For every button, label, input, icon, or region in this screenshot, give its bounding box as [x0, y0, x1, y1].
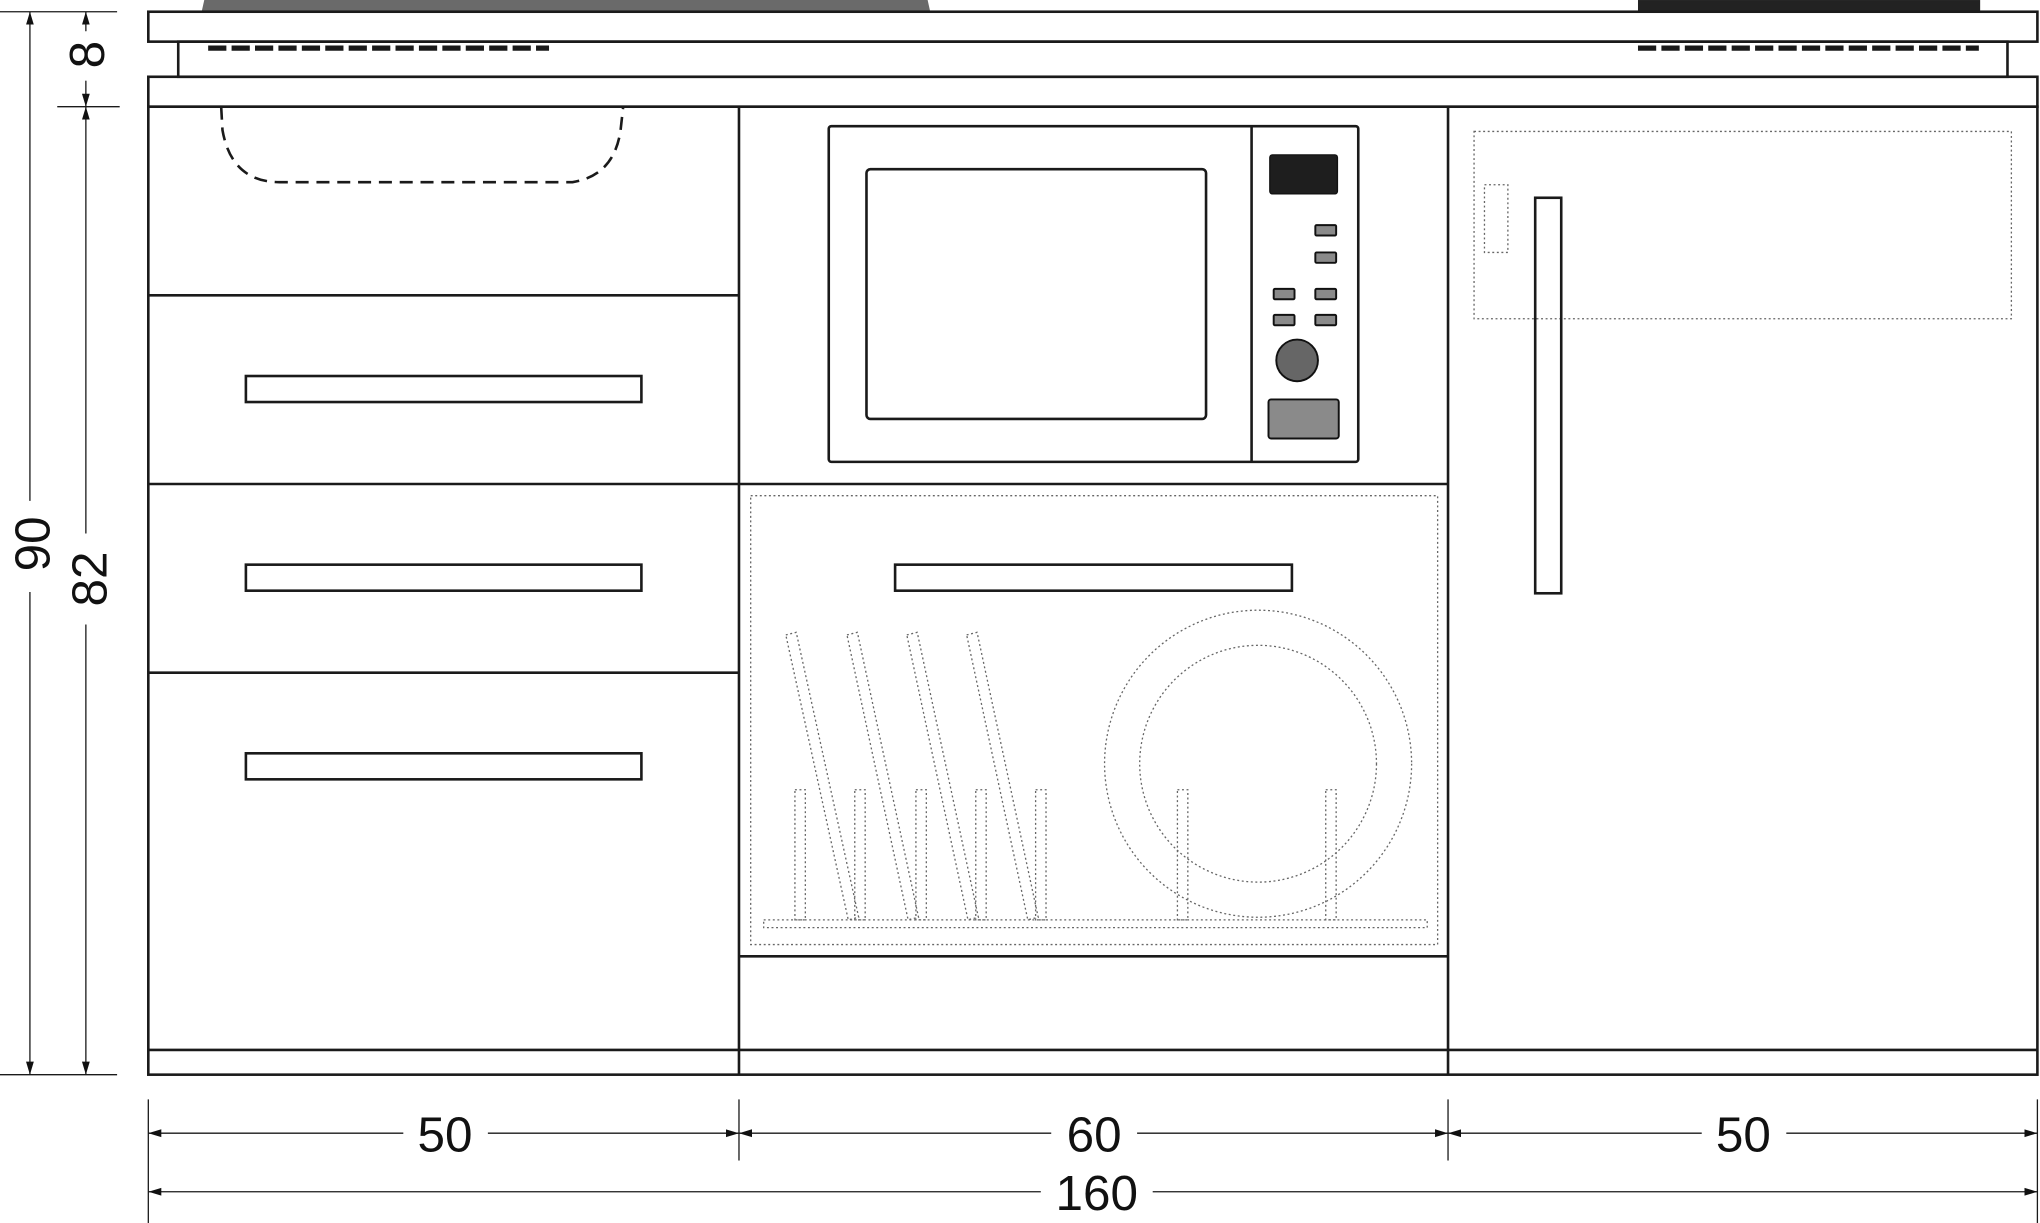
dim-worktop-height: 8 [60, 41, 115, 68]
dim-left-width: 50 [417, 1107, 472, 1162]
dim-total-height: 90 [5, 516, 60, 571]
dishwasher-handle [893, 563, 1294, 592]
dimension-widths: 50 60 50 160 [147, 1099, 2039, 1223]
fridge-door[interactable] [1473, 130, 2013, 595]
drawer-3[interactable] [244, 752, 643, 781]
dimension-height: 90 8 82 [0, 11, 120, 1076]
dim-total-width: 160 [1056, 1166, 1138, 1221]
drawer-handle [244, 563, 643, 592]
sink-basin-outline [219, 106, 625, 184]
dishwasher[interactable] [738, 495, 1449, 958]
dim-right-width: 50 [1716, 1107, 1771, 1162]
microwave-display [1269, 154, 1339, 195]
microwave-knob [1275, 338, 1319, 383]
cabinet-body [147, 105, 2039, 1076]
hob [147, 0, 2039, 79]
microwave [738, 124, 1449, 486]
microwave-window [865, 167, 1208, 421]
sink-cabinet [148, 106, 739, 297]
drawer-handle [244, 374, 643, 404]
drawer-2[interactable] [148, 563, 739, 674]
dim-middle-width: 60 [1067, 1107, 1122, 1162]
dish-rack [763, 609, 1428, 929]
drawer-handle [244, 752, 643, 781]
worktop [147, 75, 2039, 109]
dim-cabinet-height: 82 [63, 551, 118, 606]
drawer-1[interactable] [148, 374, 739, 486]
fridge-handle [1533, 196, 1563, 595]
